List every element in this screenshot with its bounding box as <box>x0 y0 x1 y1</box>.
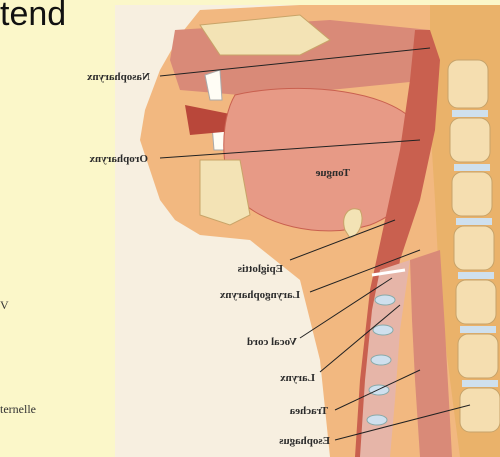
label-larynx: Larynx <box>280 372 315 384</box>
label-esophagus: Esophagus <box>279 435 330 447</box>
label-epiglottis: Epiglottis <box>237 263 283 275</box>
label-trachea: Trachea <box>289 405 328 417</box>
left-fragment-2: ternelle <box>0 402 36 417</box>
title-fragment: tend <box>0 0 72 38</box>
label-laryngopharynx: Laryngopharynx <box>219 289 300 301</box>
label-vocal-cord: Vocal cord <box>247 336 297 348</box>
left-fragment-1: V <box>0 298 9 313</box>
label-nasopharynx: Nasopharynx <box>87 71 150 83</box>
label-tongue: Tongue <box>315 167 350 179</box>
label-oropharynx: Oropharynx <box>89 153 148 165</box>
